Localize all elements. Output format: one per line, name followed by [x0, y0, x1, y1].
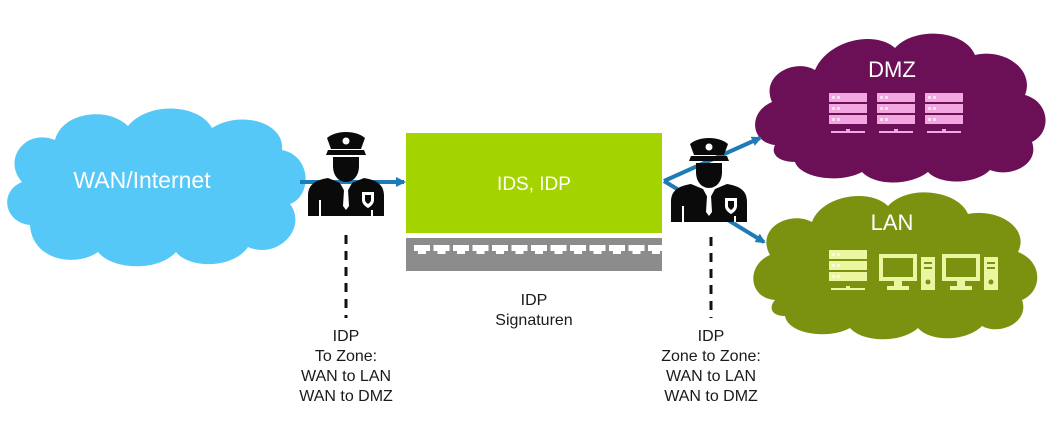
caption-right-line1: IDP [697, 328, 725, 345]
caption-right-line3: WAN to LAN [665, 368, 757, 385]
ids-idp-device: IDS, IDP [406, 133, 664, 271]
caption-center-line2: Signaturen [495, 312, 573, 329]
wan-cloud-label: WAN/Internet [73, 167, 211, 193]
dmz-cloud: DMZ [755, 33, 1046, 183]
caption-left-line2: To Zone: [314, 348, 378, 365]
caption-right: IDP Zone to Zone: WAN to LAN WAN to DMZ [631, 327, 791, 407]
lan-cloud-label: LAN [871, 210, 914, 235]
dmz-cloud-label: DMZ [868, 57, 916, 82]
caption-center: IDP Signaturen [464, 291, 604, 331]
device-label: IDS, IDP [497, 174, 571, 195]
lan-cloud: LAN [753, 192, 1038, 340]
caption-left-line3: WAN to LAN [300, 368, 392, 385]
device-port-strip [406, 238, 662, 271]
police-officer-icon [307, 131, 385, 217]
caption-left: IDP To Zone: WAN to LAN WAN to DMZ [276, 327, 416, 407]
caption-left-line4: WAN to DMZ [299, 388, 393, 405]
caption-right-line4: WAN to DMZ [664, 388, 758, 405]
wan-cloud: WAN/Internet [7, 108, 306, 267]
caption-right-line2: Zone to Zone: [661, 348, 761, 365]
caption-left-line1: IDP [332, 328, 360, 345]
caption-center-line1: IDP [520, 292, 548, 309]
